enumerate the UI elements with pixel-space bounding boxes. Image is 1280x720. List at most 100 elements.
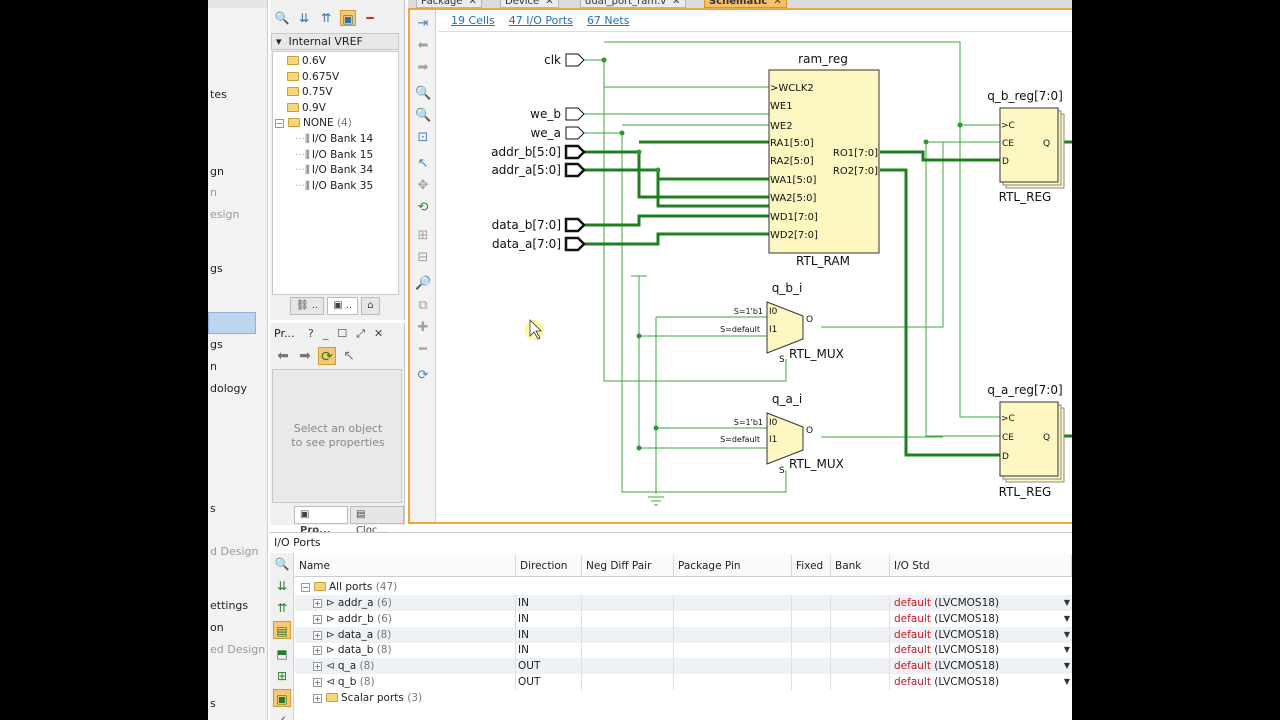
zoom-in-icon[interactable]: 🔍 xyxy=(415,86,432,101)
tab-package[interactable]: Package✕ xyxy=(416,0,482,8)
io-bank-node[interactable]: ···⫼I/O Bank 14 xyxy=(295,133,374,145)
search-icon[interactable]: 🔍 xyxy=(274,557,290,571)
flow-nav-item[interactable]: ed Design xyxy=(210,643,266,656)
flow-nav-item[interactable]: n xyxy=(210,360,217,373)
io-std-cell[interactable]: default (LVCMOS18)▼ xyxy=(894,597,1070,609)
mux-q-b[interactable]: q_b_i S=1'b1 I0 S=default I1 O S RTL_MUX xyxy=(720,281,844,365)
vref-node[interactable]: 0.75V xyxy=(287,85,333,99)
expand-icon[interactable]: + xyxy=(313,662,322,672)
close-icon[interactable]: ✕ xyxy=(374,327,384,340)
flow-nav-item[interactable]: n xyxy=(210,186,217,199)
chevron-down-icon[interactable]: ▼ xyxy=(1063,629,1070,639)
input-port[interactable]: we_a xyxy=(530,126,585,140)
vref-header[interactable]: ▾ Internal VREF xyxy=(271,33,399,50)
column-header[interactable]: Fixed xyxy=(792,555,831,577)
expand-icon[interactable]: + xyxy=(313,599,322,608)
chevron-down-icon[interactable]: ▼ xyxy=(1063,645,1070,655)
flow-nav-item[interactable]: s xyxy=(210,697,216,710)
back-icon[interactable]: ⬅ xyxy=(417,38,429,53)
expand-icon[interactable]: + xyxy=(313,614,322,624)
cursor-icon[interactable]: ↖ xyxy=(343,348,355,364)
chevron-down-icon[interactable]: ▼ xyxy=(1063,598,1070,607)
chevron-down-icon[interactable]: ▼ xyxy=(1063,613,1070,623)
io-bank-node[interactable]: ···⫼I/O Bank 34 xyxy=(295,164,374,176)
regenerate-icon[interactable]: ⟲ xyxy=(417,200,429,215)
io-std-cell[interactable]: default (LVCMOS18)▼ xyxy=(894,660,1070,673)
vref-node[interactable]: 0.675V xyxy=(287,70,339,84)
io-std-cell[interactable]: default (LVCMOS18)▼ xyxy=(894,612,1070,625)
column-header[interactable]: I/O Std xyxy=(890,555,1072,577)
expand-all-icon[interactable]: ⇈ xyxy=(320,11,332,25)
reload-icon[interactable]: ⟳ xyxy=(417,368,429,383)
schematic-canvas[interactable]: clkwe_bwe_aaddr_b[5:0]addr_a[5:0]data_b[… xyxy=(438,32,1072,522)
register-q-b[interactable]: q_b_reg[7:0] >C CE D Q RTL_REG xyxy=(987,89,1065,204)
io-ports-link[interactable]: 47 I/O Ports xyxy=(508,14,573,27)
minimize-icon[interactable]: _ xyxy=(322,327,329,340)
tab-hierarchy[interactable]: ⛓ .. xyxy=(290,297,325,315)
flow-nav-item[interactable]: esign xyxy=(210,208,240,221)
input-port[interactable]: data_b[7:0] xyxy=(492,217,586,233)
maximize-icon[interactable]: ☐ xyxy=(337,327,348,340)
column-header[interactable]: Name xyxy=(295,555,516,577)
flow-nav-item[interactable]: gs xyxy=(210,338,223,351)
flow-nav-item[interactable]: s xyxy=(210,502,216,515)
expand-icon[interactable]: + xyxy=(313,630,322,640)
flow-nav-item[interactable]: ettings xyxy=(210,599,249,612)
collapse-all-icon[interactable]: ⇊ xyxy=(298,11,310,25)
auto-place-icon[interactable]: ⬒ xyxy=(276,647,288,661)
minus-icon[interactable]: ⊟ xyxy=(417,250,429,265)
tab-schematic[interactable]: Schematic✕ xyxy=(704,0,787,8)
chevron-down-icon[interactable]: ▼ xyxy=(1063,661,1070,671)
cells-link[interactable]: 19 Cells xyxy=(451,14,495,27)
search-icon[interactable]: 🔍 xyxy=(274,11,290,25)
io-std-cell[interactable]: default (LVCMOS18)▼ xyxy=(894,644,1070,657)
add-icon[interactable]: ⊞ xyxy=(417,228,429,243)
expand-icon[interactable]: + xyxy=(313,646,322,656)
find-icon[interactable]: 🔎 xyxy=(415,276,432,291)
close-tab-icon[interactable]: ✕ xyxy=(773,0,782,7)
column-header[interactable]: Direction xyxy=(516,555,582,577)
io-std-cell[interactable]: default (LVCMOS18)▼ xyxy=(894,628,1070,641)
group-by-interface-icon[interactable]: ▤ xyxy=(273,621,291,639)
io-std-cell[interactable]: default (LVCMOS18)▼ xyxy=(894,676,1070,688)
expand-icon[interactable]: + xyxy=(313,694,322,703)
pin-icon[interactable]: ⇥ xyxy=(417,16,429,31)
tree-row-all-ports[interactable]: −All ports (47) xyxy=(301,581,398,593)
flow-navigator-selection[interactable] xyxy=(208,312,256,334)
vref-node[interactable]: 0.9V xyxy=(287,101,326,115)
chevron-down-icon[interactable]: ▼ xyxy=(1063,677,1070,686)
float-icon[interactable]: ⤢ xyxy=(356,327,366,340)
flow-nav-item[interactable]: on xyxy=(210,621,224,634)
input-port[interactable]: data_a[7:0] xyxy=(492,236,586,252)
vref-node[interactable]: 0.6V xyxy=(287,54,326,68)
dash-icon[interactable]: ━ xyxy=(419,342,427,357)
remove-icon[interactable]: ━ xyxy=(366,11,374,25)
close-tab-icon[interactable]: ✕ xyxy=(545,0,554,7)
expand-cell-icon[interactable]: ✥ xyxy=(417,178,429,193)
tab-package[interactable]: ⌂ xyxy=(361,297,380,315)
register-q-a[interactable]: q_a_reg[7:0] >C CE D Q RTL_REG xyxy=(987,383,1065,499)
tree-row-scalar-ports[interactable]: +Scalar ports (3) xyxy=(313,692,423,704)
close-tab-icon[interactable]: ✕ xyxy=(672,0,681,7)
refresh-icon[interactable]: ⟳ xyxy=(318,347,336,365)
flow-nav-item[interactable]: gn xyxy=(210,165,224,178)
column-header[interactable]: Neg Diff Pair xyxy=(582,555,674,577)
flow-nav-item[interactable]: gs xyxy=(210,262,223,275)
zoom-fit-icon[interactable]: ⊡ xyxy=(417,130,429,145)
column-header[interactable]: Package Pin xyxy=(674,555,792,577)
mux-q-a[interactable]: q_a_i S=1'b1 I0 S=default I1 O S RTL_MUX xyxy=(720,392,844,476)
input-port[interactable]: addr_b[5:0] xyxy=(491,144,586,160)
tab-io-planning[interactable]: ▣ .. xyxy=(327,297,359,315)
fix-ports-icon[interactable]: ▣ xyxy=(273,689,291,707)
ram-cell[interactable]: ram_reg >WCLK2WE1WE2RA1[5:0]RA2[5:0]WA1[… xyxy=(768,52,880,268)
tab-dual-port-ram-v[interactable]: dual_port_ram.v✕ xyxy=(580,0,686,8)
back-arrow-icon[interactable]: ⬅ xyxy=(277,348,289,364)
vref-node[interactable]: −NONE (4) xyxy=(275,117,352,129)
collapse-icon[interactable]: − xyxy=(301,583,310,592)
close-tab-icon[interactable]: ✕ xyxy=(468,0,477,7)
